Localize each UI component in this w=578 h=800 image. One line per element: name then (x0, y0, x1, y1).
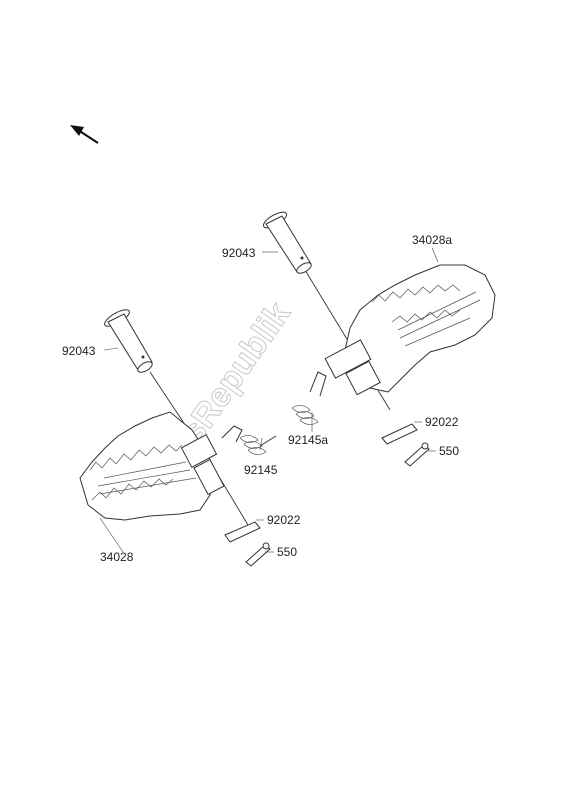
label-pin-left: 92043 (62, 344, 96, 358)
label-spring-right: 92145a (288, 433, 328, 447)
spring-left (221, 425, 277, 455)
washer-right (381, 423, 418, 445)
label-cotter-right: 550 (439, 444, 459, 458)
pin-right (262, 211, 312, 274)
label-footrest-right: 34028a (412, 233, 452, 247)
footrest-right (324, 264, 496, 396)
label-cotter-left: 550 (277, 545, 297, 559)
direction-arrow-icon (70, 125, 99, 144)
label-washer-left: 92022 (267, 513, 301, 527)
label-pin-right: 92043 (222, 246, 256, 260)
cotter-left (245, 542, 271, 567)
label-washer-right: 92022 (425, 415, 459, 429)
spring-right (291, 371, 327, 425)
pin-left (104, 309, 153, 373)
label-footrest-left: 34028 (100, 550, 134, 564)
label-spring-left: 92145 (244, 463, 278, 477)
cotter-right (404, 442, 430, 467)
footrest-left (79, 411, 225, 521)
washer-left (224, 521, 261, 543)
